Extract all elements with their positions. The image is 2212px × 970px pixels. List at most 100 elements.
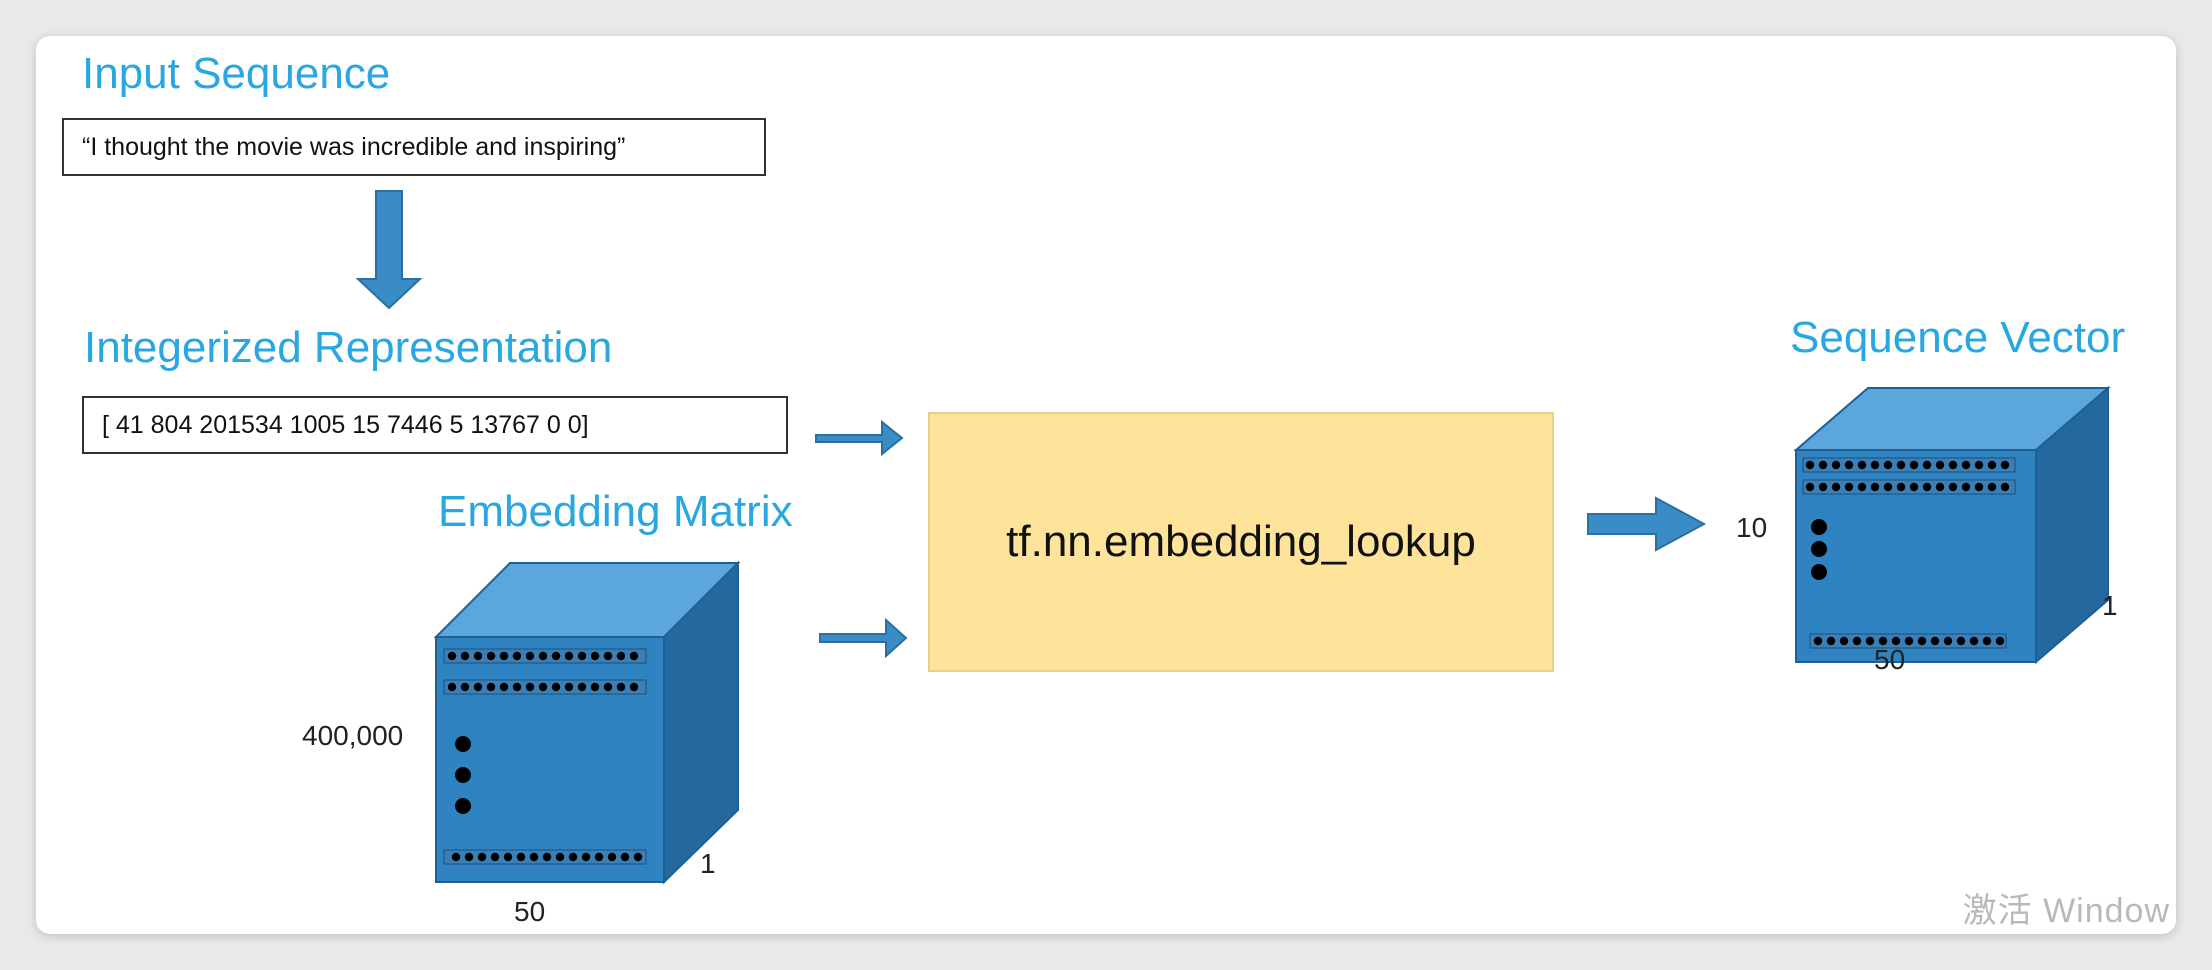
matrix-dot xyxy=(1844,460,1854,470)
matrix-dot xyxy=(473,651,483,661)
matrix-dot xyxy=(1826,636,1836,646)
matrix-dot xyxy=(1883,482,1893,492)
watermark: 激活 Window xyxy=(1962,892,2170,930)
vector-ellipsis-dot xyxy=(1811,519,1827,535)
matrix-dot xyxy=(629,651,639,661)
matrix-dot xyxy=(473,682,483,692)
matrix-dot xyxy=(1813,636,1823,646)
matrix-dot xyxy=(1831,482,1841,492)
matrix-dot xyxy=(594,852,604,862)
embedding-depth-label: 1 xyxy=(700,848,716,879)
input-sequence-box: “I thought the movie was incredible and … xyxy=(62,118,766,176)
lookup-to-vector-arrow xyxy=(1587,496,1707,552)
matrix-dot xyxy=(460,651,470,661)
matrix-dot xyxy=(1818,460,1828,470)
matrix-dot xyxy=(2000,482,2010,492)
embedding-matrix-cube xyxy=(433,560,741,885)
matrix-dot xyxy=(581,852,591,862)
matrix-dot xyxy=(620,852,630,862)
matrix-dot xyxy=(1948,460,1958,470)
sequence-vector-cube xyxy=(1793,385,2111,665)
matrix-dot xyxy=(490,852,500,862)
integer-representation-box: [ 41 804 201534 1005 15 7446 5 13767 0 0… xyxy=(82,396,788,454)
matrix-dot xyxy=(1896,460,1906,470)
matrix-dot xyxy=(1891,636,1901,646)
matrix-dot xyxy=(1909,482,1919,492)
matrix-dot xyxy=(1969,636,1979,646)
matrix-dot xyxy=(525,651,535,661)
matrix-dot xyxy=(1909,460,1919,470)
input-sequence-heading: Input Sequence xyxy=(82,49,391,98)
matrix-dot xyxy=(1805,482,1815,492)
diagram-canvas: Input Sequence “I thought the movie was … xyxy=(36,36,2176,934)
matrix-dot xyxy=(590,651,600,661)
embedding-rows-label: 400,000 xyxy=(302,720,404,751)
matrix-dot xyxy=(447,682,457,692)
embedding-cols-label: 50 xyxy=(514,896,546,927)
matrix-dot xyxy=(603,651,613,661)
matrix-dot xyxy=(564,651,574,661)
matrix-dot xyxy=(616,651,626,661)
matrix-dot xyxy=(1961,460,1971,470)
matrix-dot xyxy=(464,852,474,862)
matrix-dot xyxy=(460,682,470,692)
matrix-dot xyxy=(1857,482,1867,492)
matrix-dot xyxy=(1896,482,1906,492)
embedding-matrix-heading: Embedding Matrix xyxy=(438,487,793,536)
matrix-dot xyxy=(1805,460,1815,470)
matrix-dot xyxy=(512,651,522,661)
matrix-dot xyxy=(516,852,526,862)
matrix-dot xyxy=(525,682,535,692)
matrix-dot xyxy=(1857,460,1867,470)
matrix-dot xyxy=(577,651,587,661)
vector-ellipsis-dot xyxy=(1811,541,1827,557)
matrix-dot xyxy=(1883,460,1893,470)
matrix-dot xyxy=(486,651,496,661)
sequence-vector-heading: Sequence Vector xyxy=(1790,313,2126,362)
matrix-dot xyxy=(477,852,487,862)
matrix-dot xyxy=(555,852,565,862)
integerized-heading: Integerized Representation xyxy=(84,323,613,372)
matrix-dot xyxy=(538,682,548,692)
matrix-dot xyxy=(568,852,578,862)
matrix-dot xyxy=(1995,636,2005,646)
matrix-dot xyxy=(564,682,574,692)
matrix-dot xyxy=(1930,636,1940,646)
embedding-ellipsis-dot xyxy=(455,767,471,783)
matrix-dot xyxy=(590,682,600,692)
matrix-dot xyxy=(1865,636,1875,646)
vector-cols-label: 50 xyxy=(1874,644,1906,675)
matrix-dot xyxy=(633,852,643,862)
matrix-dot xyxy=(616,682,626,692)
matrix-dot xyxy=(542,852,552,862)
down-arrow xyxy=(355,190,423,310)
matrix-dot xyxy=(1818,482,1828,492)
matrix-dot xyxy=(529,852,539,862)
diagram-graphics xyxy=(355,190,2111,885)
matrix-dot xyxy=(551,682,561,692)
matrix-dot xyxy=(1974,482,1984,492)
matrix-dot xyxy=(1935,482,1945,492)
matrix-dot xyxy=(603,682,613,692)
vector-rows-label: 10 xyxy=(1736,512,1768,543)
vector-depth-label: 1 xyxy=(2102,590,2118,621)
vector-ellipsis-dot xyxy=(1811,564,1827,580)
matrix-dot xyxy=(1878,636,1888,646)
matrix-dot xyxy=(1831,460,1841,470)
matrix-dot xyxy=(1852,636,1862,646)
matrix-to-lookup-arrow xyxy=(819,617,908,659)
integer-to-lookup-arrow xyxy=(815,419,904,457)
matrix-dot xyxy=(2000,460,2010,470)
embedding-cube-front xyxy=(435,636,665,883)
matrix-dot xyxy=(629,682,639,692)
matrix-dot xyxy=(1987,482,1997,492)
matrix-dot xyxy=(486,682,496,692)
matrix-dot xyxy=(1844,482,1854,492)
matrix-dot xyxy=(1987,460,1997,470)
matrix-dot xyxy=(1922,460,1932,470)
vector-dot-pattern xyxy=(1805,460,2010,646)
matrix-dot xyxy=(1956,636,1966,646)
matrix-dot xyxy=(499,682,509,692)
embedding-lookup-box: tf.nn.embedding_lookup xyxy=(928,412,1554,672)
matrix-dot xyxy=(1839,636,1849,646)
